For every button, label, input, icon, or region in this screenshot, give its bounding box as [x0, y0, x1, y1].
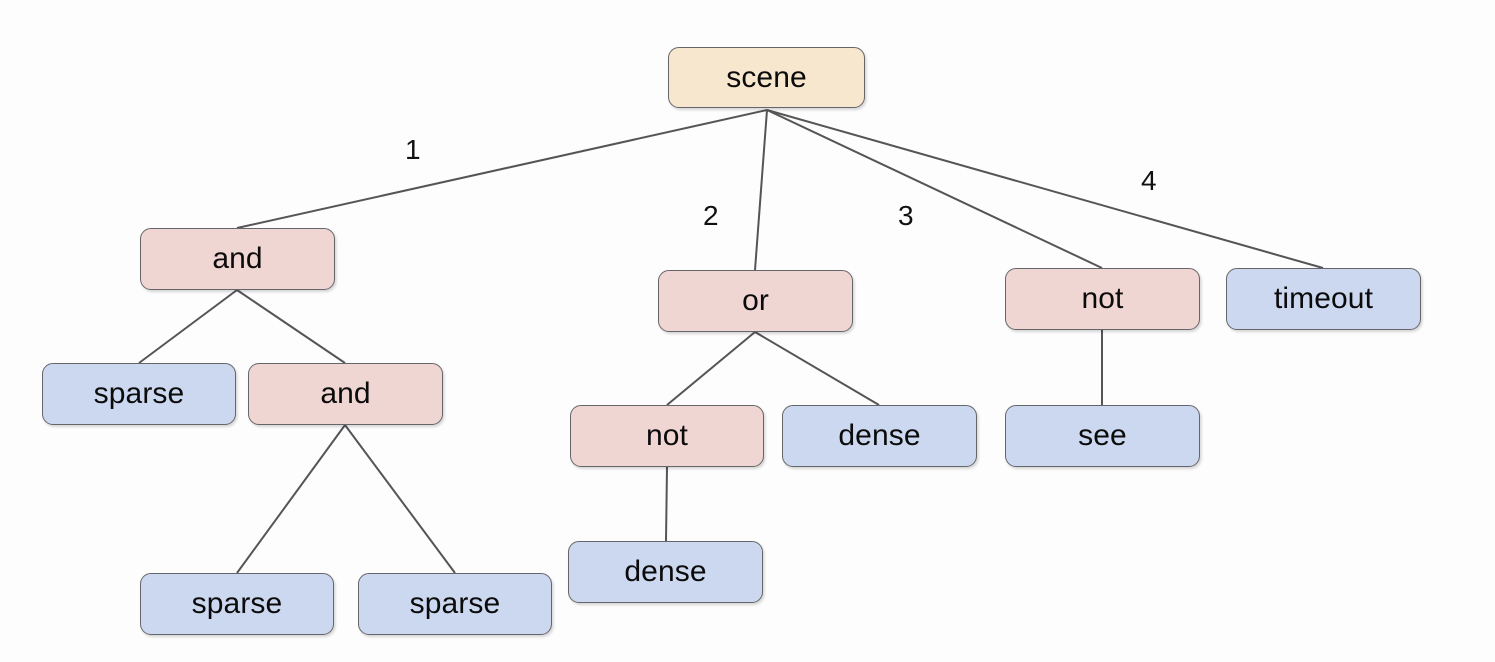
tree-node-dense1[interactable]: dense [782, 405, 977, 467]
tree-edge [236, 424, 346, 574]
tree-node-label: sparse [191, 587, 283, 620]
tree-edge [236, 289, 346, 364]
tree-node-label: see [1078, 419, 1127, 452]
tree-node-label: dense [838, 419, 921, 452]
tree-node-see1[interactable]: see [1005, 405, 1200, 467]
tree-node-label: timeout [1273, 282, 1374, 315]
tree-node-label: dense [624, 555, 707, 588]
tree-node-sparse3[interactable]: sparse [358, 573, 552, 635]
tree-node-sparse1[interactable]: sparse [42, 363, 236, 425]
tree-node-timeout1[interactable]: timeout [1226, 268, 1421, 330]
tree-node-not1[interactable]: not [570, 405, 764, 467]
edge-label-2: 2 [703, 200, 719, 231]
tree-node-and2[interactable]: and [248, 363, 443, 425]
tree-node-not2[interactable]: not [1005, 268, 1200, 330]
tree-edge [666, 331, 756, 406]
tree-node-label: or [742, 284, 769, 317]
tree-edge [236, 109, 768, 229]
tree-edge [754, 109, 768, 271]
tree-node-sparse2[interactable]: sparse [140, 573, 334, 635]
edge-label-1: 1 [405, 134, 421, 165]
tree-edge [344, 424, 456, 574]
edge-label-3: 3 [898, 200, 914, 231]
tree-edge [754, 331, 880, 406]
tree-node-scene[interactable]: scene [668, 47, 865, 108]
tree-node-label: not [1081, 282, 1124, 315]
tree-node-dense2[interactable]: dense [568, 541, 763, 603]
tree-node-label: and [212, 242, 263, 275]
tree-edge [766, 109, 1324, 269]
tree-node-label: sparse [409, 587, 501, 620]
tree-edge [138, 289, 238, 364]
tree-node-label: scene [726, 60, 807, 94]
tree-edge [766, 109, 1103, 269]
tree-node-or1[interactable]: or [658, 270, 853, 332]
tree-node-label: sparse [93, 377, 185, 410]
tree-edge [665, 466, 668, 542]
edge-label-4: 4 [1141, 165, 1157, 196]
tree-node-label: and [320, 377, 371, 410]
tree-node-label: not [645, 419, 688, 452]
tree-node-and1[interactable]: and [140, 228, 335, 290]
